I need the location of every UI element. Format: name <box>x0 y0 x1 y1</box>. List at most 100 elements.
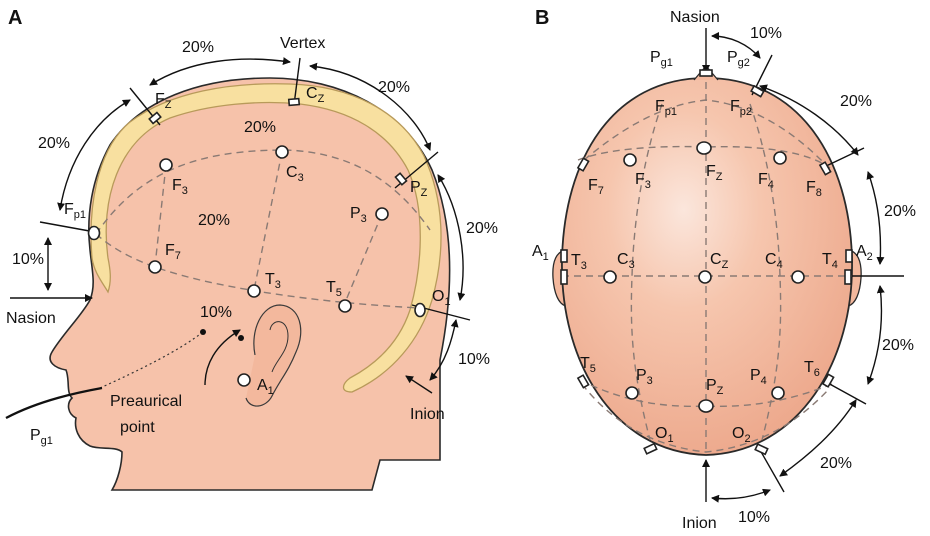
top-electrode-c4 <box>791 270 805 284</box>
side-preauricular-arrow <box>204 329 241 386</box>
top-arc-t4-t6 <box>866 285 885 385</box>
top-label-a1: A1 <box>532 243 549 263</box>
top-guide-f-row <box>577 145 831 169</box>
top-label-c4: C4 <box>765 251 783 271</box>
side-arc-o1-inion <box>429 319 459 381</box>
top-label-f7: F7 <box>588 177 604 197</box>
side-pct-center: 20% <box>198 212 230 229</box>
side-nasion-label: Nasion <box>6 310 56 327</box>
top-label-o2: O2 <box>732 425 751 445</box>
side-marker-pz <box>394 172 408 186</box>
top-pct-right-1: 20% <box>840 93 872 110</box>
top-electrode-f3 <box>623 153 637 167</box>
side-electrode-f7 <box>148 260 162 274</box>
side-preauricular-point <box>238 335 244 341</box>
side-electrode-p3 <box>375 207 389 221</box>
side-electrode-c3 <box>275 145 289 159</box>
side-arc-fp1-fz <box>57 99 131 211</box>
top-pct-bottom-right: 20% <box>820 455 852 472</box>
top-head-outline <box>561 77 853 456</box>
top-label-p4: P4 <box>750 367 767 387</box>
side-electrode-t5 <box>338 299 352 313</box>
top-label-f3: F3 <box>635 171 651 191</box>
top-marker-a1 <box>560 249 568 263</box>
top-label-t3: T3 <box>571 252 587 272</box>
panel-label-a: A <box>8 7 22 29</box>
side-label-c3: C3 <box>286 164 304 184</box>
side-pct-top-left: 20% <box>182 39 214 56</box>
top-pct-right-3: 20% <box>882 337 914 354</box>
side-pct-nasion: 10% <box>12 251 44 268</box>
side-label-p3: P3 <box>350 205 367 225</box>
top-electrode-fz <box>696 141 712 155</box>
top-label-c3: C3 <box>617 251 635 271</box>
top-marker-f8 <box>818 161 832 176</box>
top-guide-occipital-arc <box>581 383 831 453</box>
side-label-t5: T5 <box>326 279 342 299</box>
top-marker-o1 <box>643 442 658 455</box>
side-guide-parietal <box>343 213 383 306</box>
top-label-pg1: Pg1 <box>650 49 673 69</box>
side-pct-inion: 10% <box>458 351 490 368</box>
side-label-a1: A1 <box>257 377 274 397</box>
side-electrode-f3 <box>159 158 173 172</box>
top-label-a2: A2 <box>856 243 873 263</box>
top-label-f8: F8 <box>806 179 822 199</box>
panel-b-top-view: B <box>532 7 916 532</box>
top-tick-t6 <box>825 381 867 405</box>
side-pct-right-top: 20% <box>378 79 410 96</box>
side-label-fz: FZ <box>155 91 172 111</box>
top-electrode-p3 <box>625 386 639 400</box>
side-pg1-point <box>200 329 206 335</box>
top-inion-label: Inion <box>682 515 717 532</box>
side-preauricular-label-1: Preaurical <box>110 393 182 410</box>
top-marker-o2 <box>754 443 769 456</box>
side-arc-fz-cz <box>149 57 291 86</box>
top-label-t6: T6 <box>804 359 820 379</box>
side-label-f3: F3 <box>172 177 188 197</box>
panel-label-b: B <box>535 7 549 29</box>
top-arc-fp2-f8 <box>759 84 859 156</box>
top-nasion-label: Nasion <box>670 9 720 26</box>
top-electrode-cz <box>698 270 712 284</box>
top-label-fp1: Fp1 <box>655 98 677 118</box>
top-arc-nasion-fp2 <box>711 32 761 59</box>
side-pct-mid: 20% <box>244 119 276 136</box>
side-label-t3: T3 <box>265 271 281 291</box>
top-label-o1: O1 <box>655 425 674 445</box>
top-label-t5: T5 <box>580 355 596 375</box>
side-label-f7: F7 <box>165 242 181 262</box>
top-marker-fp2 <box>750 84 765 98</box>
side-pct-right: 20% <box>466 220 498 237</box>
side-ear-inner <box>269 321 289 373</box>
side-label-fp1: Fp1 <box>64 201 86 221</box>
top-marker-t4 <box>844 269 852 285</box>
top-label-p3: P3 <box>636 367 653 387</box>
top-arc-t6-o2 <box>779 399 857 477</box>
top-label-f4: F4 <box>758 171 774 191</box>
side-inion-label: Inion <box>410 406 445 423</box>
top-electrode-c3 <box>603 270 617 284</box>
side-vertex-label: Vertex <box>280 35 325 52</box>
top-pct-top: 10% <box>750 25 782 42</box>
top-marker-nasion <box>699 69 713 77</box>
top-marker-t3 <box>560 269 568 285</box>
side-pct-left: 20% <box>38 135 70 152</box>
panel-a-side-view: A <box>5 7 498 491</box>
side-pg1-wire <box>5 386 103 420</box>
side-arc-pz-o1 <box>437 174 466 301</box>
top-pct-right-2: 20% <box>884 203 916 220</box>
top-label-t4: T4 <box>822 251 838 271</box>
side-guide-frontal <box>154 164 167 267</box>
top-marker-f7 <box>576 157 590 172</box>
top-electrode-p4 <box>771 386 785 400</box>
side-label-o1: O1 <box>432 288 451 308</box>
side-tick-cz <box>293 57 301 106</box>
side-marker-fz <box>148 111 162 125</box>
side-electrode-a1 <box>237 373 251 387</box>
top-arc-o2-inion <box>711 488 771 503</box>
top-label-pg2: Pg2 <box>727 49 750 69</box>
top-electrode-f4 <box>773 151 787 165</box>
top-electrode-pz <box>698 399 714 413</box>
